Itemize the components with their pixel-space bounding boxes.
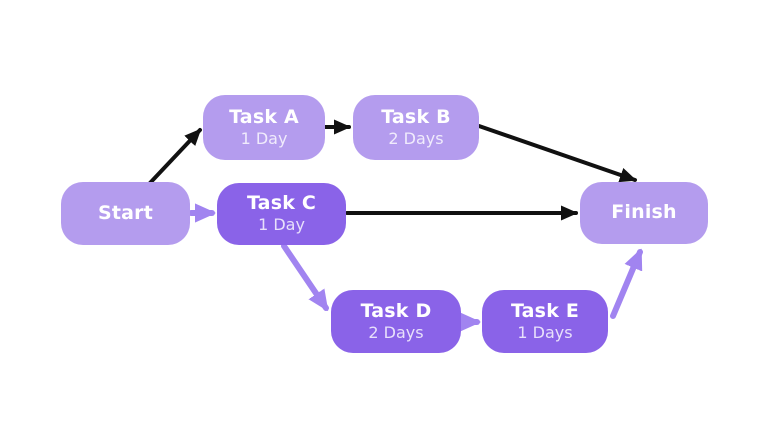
node-task-a: Task A 1 Day [203,95,325,160]
node-task-c-label: Task C [246,192,317,215]
node-finish-label: Finish [611,201,677,224]
node-task-b-duration: 2 Days [388,128,444,148]
node-task-e-label: Task E [510,299,580,322]
edge-start-task-a [148,128,202,185]
node-start: Start [61,182,190,245]
node-task-a-label: Task A [229,105,299,128]
node-finish: Finish [580,182,708,244]
node-task-c: Task C 1 Day [217,183,346,245]
node-task-c-duration: 1 Day [258,215,305,235]
node-task-d-duration: 2 Days [368,322,424,342]
node-task-d: Task D 2 Days [331,290,461,353]
edge-task-b-finish [477,124,637,183]
node-task-e: Task E 1 Days [482,290,608,353]
node-task-b: Task B 2 Days [353,95,479,160]
node-task-d-label: Task D [360,299,432,322]
edge-task-c-task-d [281,243,329,311]
edge-task-e-finish [610,252,643,319]
node-task-b-label: Task B [381,105,451,128]
node-task-a-duration: 1 Day [240,128,288,148]
node-task-e-duration: 1 Days [517,322,573,342]
node-start-label: Start [97,201,154,224]
